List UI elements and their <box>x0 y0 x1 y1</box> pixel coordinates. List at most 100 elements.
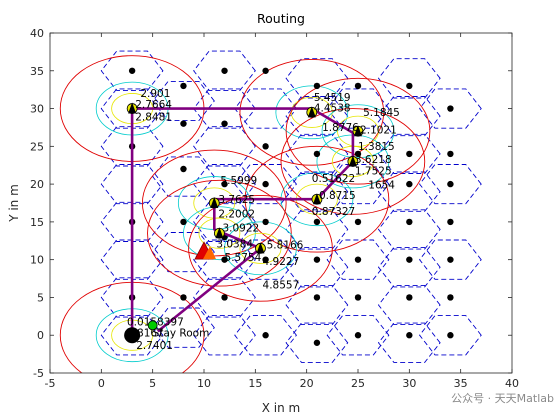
x-tick-label: 15 <box>248 377 262 390</box>
sensor-node <box>354 150 362 158</box>
sensor-node <box>447 180 454 188</box>
node-energy-label: 4.8557 <box>263 279 300 291</box>
watermark: 公众号 · 天天Matlab <box>451 392 554 405</box>
hex-cell <box>100 315 164 356</box>
sensor-node <box>406 82 413 90</box>
node-energy-label: 5.8166 <box>267 239 304 251</box>
x-tick-label: 5 <box>149 377 156 390</box>
node-energy-label: 3.0922 <box>222 223 259 235</box>
hex-cell <box>285 58 349 99</box>
node-energy-label: 2.901 <box>140 88 170 100</box>
sensor-node <box>406 180 413 188</box>
sensor-node <box>221 294 228 301</box>
sensor-node <box>447 218 454 226</box>
hex-cell <box>100 88 164 129</box>
node-energy-label: 2.7401 <box>136 340 173 352</box>
coverage-circle-outer <box>188 194 333 302</box>
hex-cell <box>377 58 441 99</box>
cluster-head-arrow <box>348 155 357 167</box>
sensor-node <box>406 150 413 158</box>
y-tick-label: 0 <box>37 329 44 342</box>
sensor-node <box>221 67 228 74</box>
cluster-head-arrow <box>354 125 362 137</box>
coverage-circle-middle <box>321 104 395 159</box>
hex-cell <box>152 156 215 197</box>
y-tick-label: 30 <box>30 103 44 116</box>
hex-cell <box>100 50 164 91</box>
sensor-node <box>354 294 362 301</box>
hex-cell <box>377 209 441 250</box>
hex-cell <box>377 322 441 363</box>
sensor-node <box>313 82 321 90</box>
x-tick-label: 35 <box>454 377 468 390</box>
hex-cell <box>377 284 441 326</box>
coverage-circle-inner <box>337 115 379 147</box>
y-tick-label: 20 <box>30 178 44 191</box>
node-energy-label: 3.0384 <box>216 239 253 251</box>
hex-cell <box>326 315 390 356</box>
hex-cell <box>285 171 349 212</box>
sensor-node <box>262 143 269 150</box>
hex-cell <box>100 126 164 167</box>
sensor-node <box>262 67 269 74</box>
hex-cell <box>419 164 482 205</box>
x-tick-label: 40 <box>505 377 519 390</box>
hex-cell <box>285 96 349 137</box>
hex-cell <box>285 284 349 326</box>
sensor-node <box>447 332 454 339</box>
hex-cell <box>419 88 482 129</box>
sensor-node <box>180 165 187 173</box>
axes-box <box>49 32 513 374</box>
node-energy-label: 2.1021 <box>360 124 397 136</box>
sensor-node <box>313 256 321 263</box>
node-energy-label: 1.8776 <box>322 122 359 134</box>
sensor-node <box>447 105 454 112</box>
node-energy-label: 3.7625 <box>218 194 255 206</box>
node-energy-label: 1654 <box>368 180 395 192</box>
sensor-node <box>447 256 454 263</box>
x-tick-label: 10 <box>197 377 211 390</box>
node-energy-label: 5.1845 <box>363 107 400 119</box>
cluster-head-arrow <box>128 102 137 114</box>
coverage-circle-middle <box>224 221 297 276</box>
sensor-node <box>180 218 187 226</box>
node-energy-label: 4.4538 <box>314 103 351 115</box>
node-energy-label: 3.6218 <box>355 154 392 166</box>
node-energy-label: 0.8715 <box>319 190 356 202</box>
sensor-node <box>262 332 269 339</box>
x-axis-label: X in m <box>262 401 300 415</box>
hex-cell <box>234 239 297 280</box>
y-tick-label: 5 <box>37 291 44 304</box>
sensor-node <box>180 294 187 301</box>
hex-cell <box>193 277 256 318</box>
hex-cell <box>193 201 256 242</box>
node-energy-label: 2.7664 <box>135 99 172 111</box>
hex-cell <box>285 322 349 363</box>
y-tick-label: -5 <box>33 367 44 380</box>
x-tick-label: 25 <box>351 377 365 390</box>
cluster-head-arrow <box>215 227 224 239</box>
hex-cell <box>419 239 482 280</box>
cluster-head-arrow <box>210 197 219 208</box>
sensor-node <box>221 180 228 188</box>
x-tick-label: 30 <box>402 377 416 390</box>
sensor-node <box>313 150 321 158</box>
stay-room-label: Stay Room <box>153 328 210 340</box>
node-energy-label: 1.7525 <box>355 165 392 177</box>
coverage-circle-middle <box>275 85 349 140</box>
sensor-node <box>354 218 362 226</box>
node-energy-label: 0.87327 <box>312 206 355 218</box>
source-triangle-shade <box>203 246 216 260</box>
green-node <box>147 320 158 331</box>
sensor-node <box>128 67 136 74</box>
hex-cell <box>234 315 297 356</box>
hex-cell <box>377 133 441 174</box>
sensor-node <box>221 120 228 127</box>
node-energy-label: 0.51622 <box>312 173 355 185</box>
hex-cell <box>152 80 215 122</box>
node-energy-label: 1.3815 <box>358 141 395 153</box>
hex-cell <box>377 171 441 212</box>
sensor-node <box>447 294 454 301</box>
coverage-circle-outer <box>285 77 431 185</box>
